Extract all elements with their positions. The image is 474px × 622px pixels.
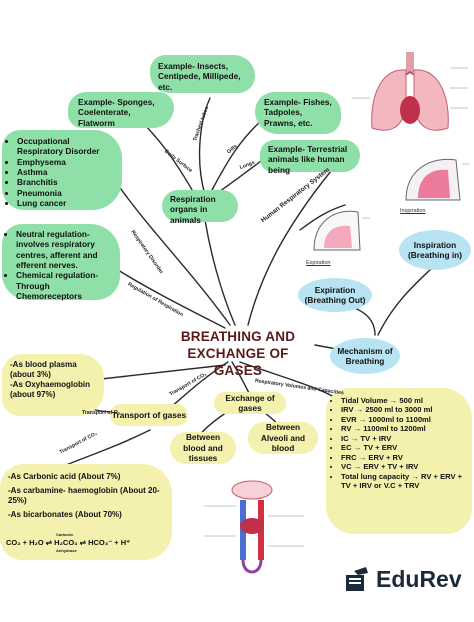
between-blood-text: Between blood and tissues <box>183 432 223 464</box>
expiration-diagram-icon <box>313 210 370 251</box>
o2-form-line: -As Oxyhaemoglobin <box>10 380 91 389</box>
edurev-logo: EduRev <box>344 566 462 593</box>
insects-example: Example- Insects, Centipede, Millipede, … <box>150 55 255 93</box>
circulation-diagram-icon <box>204 480 304 574</box>
volume-item: EVR → 1000ml to 1100ml <box>341 415 466 424</box>
volume-item: Tidal Volume → 500 ml <box>341 396 466 405</box>
disorder-item: Branchitis <box>17 177 116 187</box>
inspiration-caption: Inspiration <box>400 208 426 214</box>
volume-item: Total lung capacity → RV + ERV + TV + IR… <box>341 472 466 491</box>
o2-form-line: (about 3%) <box>10 370 51 379</box>
o2-transport-forms: -As blood plasma (about 3%) -As Oxyhaemo… <box>2 354 104 416</box>
disorders-list: Occupational Respiratory Disorder Emphys… <box>2 130 122 210</box>
fishes-text: Example- Fishes, Tadpoles, Prawns, etc. <box>264 97 332 128</box>
title-line-1: BREATHING AND <box>180 329 296 344</box>
expiration-caption: Expiration <box>306 260 331 266</box>
mechanism-bubble: Mechanism of Breathing <box>330 338 400 374</box>
inspiration-text: Inspiration (Breathing in) <box>408 239 462 260</box>
co2-transport-forms: -As Carbonic acid (About 7%) -As carbami… <box>0 464 172 560</box>
anhydrase-label-bottom: Anhydrase <box>56 548 77 553</box>
disorder-item: Pneumonia <box>17 188 116 198</box>
terrestrial-example: Example- Terrestrial animals like human … <box>260 140 360 175</box>
expiration-text: Expiration (Breathing Out) <box>304 284 366 305</box>
disorder-item: Lung cancer <box>17 198 116 208</box>
between-blood-tissues: Between blood and tissues <box>170 432 236 464</box>
respiration-organs-text: Respiration organs in animals <box>170 194 216 225</box>
transport-text: Transport of gases <box>111 409 187 420</box>
respiratory-volumes: Tidal Volume → 500 ml IRV → 2500 ml to 3… <box>326 388 472 534</box>
volume-item: FRC → ERV + RV <box>341 453 466 462</box>
branch-label-transport-o2: Transport of O₂ <box>82 410 121 416</box>
inspiration-diagram-icon <box>405 158 470 201</box>
transport-of-gases: Transport of gases <box>110 404 188 426</box>
terrestrial-text: Example- Terrestrial animals like human … <box>268 144 348 175</box>
co2-form-line: -As bicarbonates (About 70%) <box>8 510 122 519</box>
volume-item: VC → ERV + TV + IRV <box>341 462 466 471</box>
exchange-of-gases: Exchange of gases <box>214 392 286 414</box>
between-alveoli-text: Between Alveoli and blood <box>260 422 306 454</box>
disorder-item: Occupational Respiratory Disorder <box>17 136 116 157</box>
inspiration-bubble: Inspiration (Breathing in) <box>399 230 471 270</box>
volume-item: EC → TV + ERV <box>341 443 466 452</box>
gas-exchange-illustration <box>200 476 310 582</box>
disorder-item: Asthma <box>17 167 116 177</box>
co2-form-line: -As Carbonic acid (About 7%) <box>8 472 121 481</box>
page-title: BREATHING AND EXCHANGE OF GASES <box>163 328 313 379</box>
exchange-text: Exchange of gases <box>225 392 275 413</box>
regulation-item: Chemical regulation- Through Chemorecept… <box>16 270 115 301</box>
o2-form-line: -As blood plasma <box>10 360 77 369</box>
lungs-icon <box>352 52 468 131</box>
sponges-example: Example- Sponges, Coelenterate, Flatworm <box>68 92 174 128</box>
o2-form-line: (about 97%) <box>10 390 56 399</box>
fishes-example: Example- Fishes, Tadpoles, Prawns, etc. <box>255 92 341 134</box>
co2-form-line: -As carbamine- haemoglobin (About 20-25%… <box>8 486 160 505</box>
mechanism-text: Mechanism of Breathing <box>337 345 393 366</box>
lungs-illustration <box>350 48 470 140</box>
inspiration-illustration <box>400 150 472 210</box>
expiration-illustration <box>306 198 372 258</box>
volume-item: RV → 1100ml to 1200ml <box>341 424 466 433</box>
expiration-bubble: Expiration (Breathing Out) <box>298 278 372 312</box>
regulation-list: Neutral regulation- involves respiratory… <box>2 224 120 301</box>
anhydrase-label-top: Carbonic <box>56 532 74 537</box>
carbonic-equation: CO₂ + H₂O ⇌ H₂CO₃ ⇌ HCO₃⁻ + H⁺ <box>6 538 130 547</box>
title-line-2: EXCHANGE OF GASES <box>187 346 289 378</box>
volume-item: IC → TV + IRV <box>341 434 466 443</box>
graduation-cap-icon <box>346 566 368 591</box>
disorder-item: Emphysema <box>17 157 116 167</box>
regulation-item: Neutral regulation- involves respiratory… <box>16 229 115 270</box>
insects-text: Example- Insects, Centipede, Millipede, … <box>158 61 241 92</box>
respiration-organs: Respiration organs in animals <box>162 190 238 225</box>
volume-item: IRV → 2500 ml to 3000 ml <box>341 405 466 414</box>
sponges-text: Example- Sponges, Coelenterate, Flatworm <box>78 97 155 128</box>
between-alveoli-blood: Between Alveoli and blood <box>248 422 318 454</box>
carbonic-equation-text: CO₂ + H₂O ⇌ H₂CO₃ ⇌ HCO₃⁻ + H⁺ <box>6 538 131 547</box>
logo-text: EduRev <box>376 566 462 592</box>
